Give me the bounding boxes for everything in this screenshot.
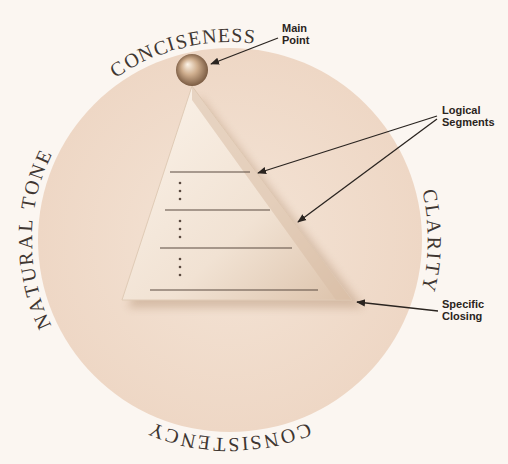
title-letter: T [20,283,42,300]
segment-dots [179,182,182,277]
title-letter [16,211,36,218]
title-letter: T [17,196,39,212]
title-letter: C [150,36,169,59]
title-letter: Y [419,275,442,293]
title-letter: S [173,30,189,52]
title-letter: A [15,235,35,250]
title-letter: N [30,312,54,333]
leader-arrow [258,116,437,173]
title-letter: E [186,27,202,49]
title-letter: S [228,435,239,455]
title-letter: N [25,161,49,181]
title-letter: R [15,251,36,266]
background-disc [38,48,422,432]
title-letter: U [17,266,39,284]
pyramid [122,86,352,300]
title-letter: L [422,203,444,218]
title-letter: N [179,429,197,452]
title-letter: E [31,147,54,166]
title-letter: C [419,187,441,204]
title-letter: R [425,237,445,251]
title-letter: O [20,178,43,197]
title-letter: E [218,25,231,45]
leader-arrow [211,38,278,64]
title-letter: S [243,25,256,46]
segment-lines [150,172,318,290]
title-letter: N [263,429,281,452]
title-letter: S [250,433,264,454]
title-letter: C [294,419,314,442]
main-point-sphere [176,54,208,86]
title-letter: Y [146,419,167,443]
title-letter: A [424,219,445,235]
leader-arrow [298,119,437,222]
pyramid-edge [192,86,352,300]
callout-label: Logical Segments [442,104,495,128]
title-letter: I [424,252,444,260]
leader-arrows [211,38,438,311]
title-letter: A [24,296,48,316]
title-letter: C [106,57,128,81]
title-letter: S [231,25,243,45]
title-letter: N [135,41,156,65]
leader-arrow [357,302,438,311]
title-letter: E [197,433,212,454]
title-letter: I [165,33,177,54]
title-letter: N [201,25,217,46]
title-letter: C [163,425,181,448]
title-letter: I [241,434,249,454]
title-letter: O [120,48,142,72]
callout-label: Main Point [282,22,309,46]
title-letter: T [422,261,443,276]
callout-label: Specific Closing [442,298,484,322]
title-letter: T [212,434,225,455]
title-letter: L [15,219,36,233]
title-letter: O [279,425,299,448]
